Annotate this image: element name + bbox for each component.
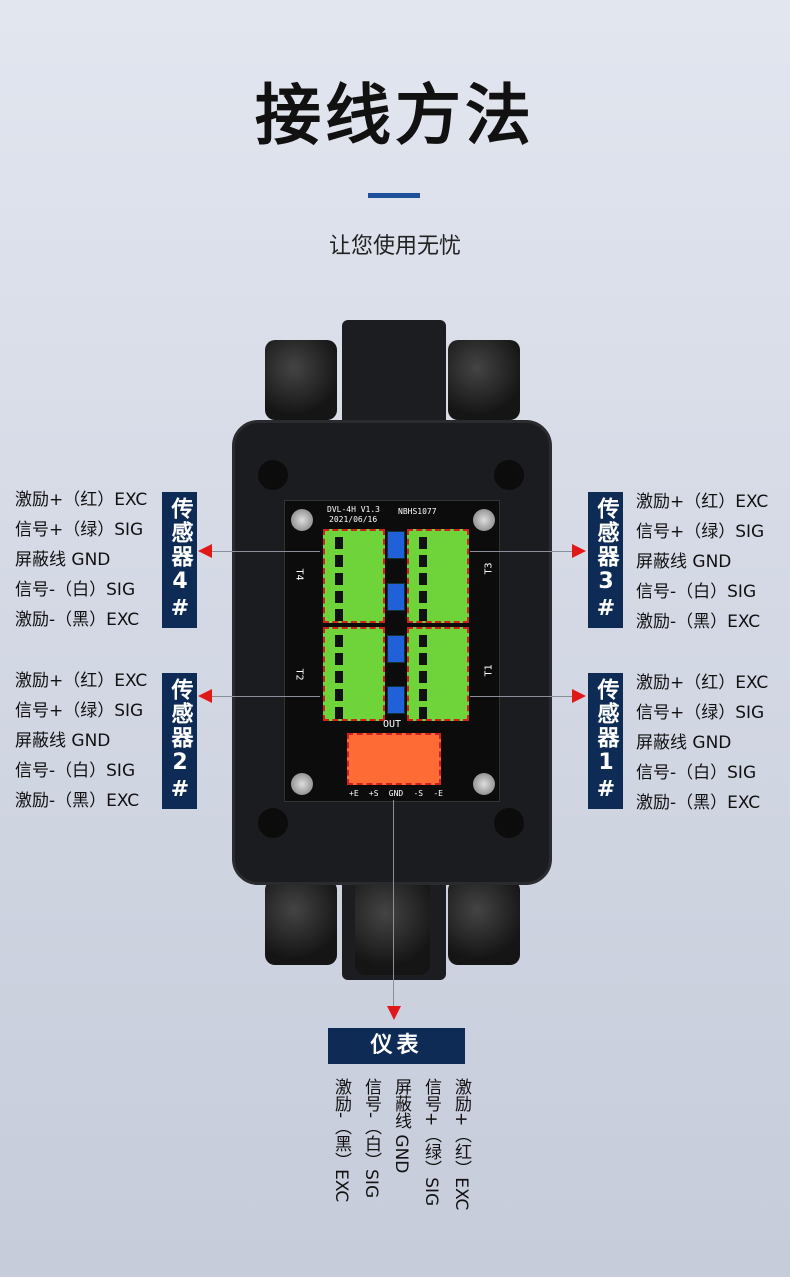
sensor-3-label: 传感器3# (588, 492, 623, 628)
arrow-left-icon (198, 689, 212, 703)
meter-wire-label: 激励+（红）EXC (451, 1078, 471, 1211)
port-label-t4: T4 (293, 568, 305, 581)
out-label: OUT (383, 719, 402, 730)
subtitle: 让您使用无忧 (328, 234, 461, 259)
wire-label: 信号-（白）SIG (15, 761, 136, 781)
meter-wire-label: 激励-（黑）EXC (331, 1078, 351, 1203)
out-pin: -E (433, 789, 443, 798)
sensor-3-wires: 激励+（红）EXC 信号+（绿）SIG 屏蔽线 GND 信号-（白）SIG 激励-（黑）… (636, 487, 768, 637)
port-label-t1: T1 (483, 664, 495, 677)
wire-label: 信号-（白）SIG (636, 582, 757, 602)
meter-wire-label: 信号-（白）SIG (361, 1078, 381, 1199)
wire-label: 激励+（红）EXC (15, 671, 148, 691)
wire-label: 激励-（黑）EXC (15, 610, 140, 630)
wire-label: 信号-（白）SIG (636, 763, 757, 783)
meter-wire-label: 信号+（绿）SIG (421, 1078, 441, 1207)
terminal-t4 (323, 529, 385, 623)
sensor-2-label: 传感器2# (162, 673, 197, 809)
wire-label: 信号+（绿）SIG (636, 703, 765, 723)
wire-label: 信号+（绿）SIG (636, 522, 765, 542)
meter-wires: 激励-（黑）EXC 信号-（白）SIG 屏蔽线 GND 信号+（绿）SIG 激励… (326, 1078, 471, 1210)
board-date: 2021/06/16 (329, 515, 378, 524)
page-title: 接线方法 (255, 77, 535, 154)
wire-label: 屏蔽线 GND (15, 731, 111, 751)
sensor-1-label: 传感器1# (588, 673, 623, 809)
terminal-t1 (407, 627, 469, 721)
terminal-t3 (407, 529, 469, 623)
out-pin: GND (388, 789, 404, 798)
arrow-down-icon (387, 1006, 401, 1020)
wire-label: 屏蔽线 GND (636, 733, 732, 753)
wire-label: 激励+（红）EXC (636, 492, 769, 512)
pcb-board: DVL-4H V1.3 2021/06/16 NBHS1077 T4 T3 T2… (284, 500, 500, 802)
sensor-4-wires: 激励+（红）EXC 信号+（绿）SIG 屏蔽线 GND 信号-（白）SIG 激励-（黑）… (15, 485, 147, 635)
port-label-t3: T3 (483, 562, 495, 575)
sensor-2-wires: 激励+（红）EXC 信号+（绿）SIG 屏蔽线 GND 信号-（白）SIG 激励-（黑）… (15, 666, 147, 816)
wire-label: 激励+（红）EXC (15, 490, 148, 510)
arrow-right-icon (572, 544, 586, 558)
wire-label: 屏蔽线 GND (15, 550, 111, 570)
board-code: NBHS1077 (398, 507, 437, 516)
port-label-t2: T2 (293, 668, 305, 681)
terminal-t2 (323, 627, 385, 721)
meter-label: 仪表 (328, 1028, 465, 1064)
meter-wire-label: 屏蔽线 GND (391, 1078, 411, 1174)
wire-label: 信号+（绿）SIG (15, 520, 144, 540)
out-pin: +E (349, 789, 359, 798)
wire-label: 激励+（红）EXC (636, 673, 769, 693)
arrow-left-icon (198, 544, 212, 558)
wire-label: 激励-（黑）EXC (15, 791, 140, 811)
output-terminal (347, 733, 441, 785)
wire-label: 激励-（黑）EXC (636, 612, 761, 632)
out-pin: +S (368, 789, 379, 798)
wire-label: 信号-（白）SIG (15, 580, 136, 600)
wire-label: 激励-（黑）EXC (636, 793, 761, 813)
arrow-right-icon (572, 689, 586, 703)
sensor-1-wires: 激励+（红）EXC 信号+（绿）SIG 屏蔽线 GND 信号-（白）SIG 激励-（黑）… (636, 668, 768, 818)
title-divider (368, 193, 420, 198)
board-model: DVL-4H V1.3 (327, 505, 380, 514)
wire-label: 屏蔽线 GND (636, 552, 732, 572)
wire-label: 信号+（绿）SIG (15, 701, 144, 721)
sensor-4-label: 传感器4# (162, 492, 197, 628)
out-pin: -S (413, 789, 424, 798)
